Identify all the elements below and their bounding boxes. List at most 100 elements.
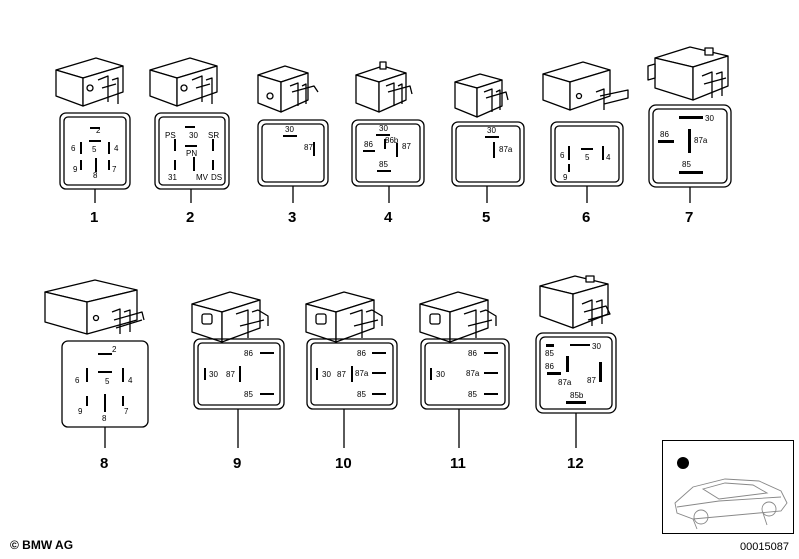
relay-1-pin-label: 8 bbox=[93, 171, 98, 180]
relay-11-pin-label: 30 bbox=[436, 370, 445, 379]
relay-8-number: 8 bbox=[100, 455, 108, 472]
relay-9[interactable]: 86 30 87 85 9 bbox=[191, 291, 285, 472]
relay-6-pin-label: 4 bbox=[606, 153, 611, 162]
relay-1-pin-label: 9 bbox=[73, 165, 78, 174]
relay-8-pin-label: 6 bbox=[75, 376, 80, 385]
relay-8-pin-label: 5 bbox=[105, 377, 110, 386]
car-outline-icon bbox=[674, 457, 788, 530]
relay-2-number: 2 bbox=[186, 209, 194, 226]
relay-10-pin-diagram bbox=[306, 338, 398, 410]
relay-9-housing-illustration bbox=[191, 291, 269, 343]
relay-2-pin-label: 30 bbox=[189, 131, 198, 140]
relay-7-housing-illustration bbox=[647, 46, 729, 101]
copyright-notice: © BMW AG bbox=[10, 538, 74, 552]
relay-6-number: 6 bbox=[582, 209, 590, 226]
relay-12-pin-label: 87 bbox=[587, 376, 596, 385]
relay-12-housing-illustration bbox=[539, 275, 611, 329]
relay-8-housing-illustration bbox=[44, 279, 145, 335]
relay-8-pin-label: 7 bbox=[124, 407, 129, 416]
relay-7-pin-label: 85 bbox=[682, 160, 691, 169]
relay-8[interactable]: 2 6 5 4 9 8 7 8 bbox=[44, 279, 149, 472]
relay-5-housing-illustration bbox=[454, 73, 509, 118]
relay-12[interactable]: 30 85 86 87a 87 85b 12 bbox=[535, 275, 617, 472]
relay-12-pin-label: 87a bbox=[558, 378, 572, 387]
relay-2-pin-label: MV bbox=[196, 173, 209, 182]
relay-11-number: 11 bbox=[450, 455, 466, 472]
relay-10-pin-label: 85 bbox=[357, 390, 366, 399]
relay-9-pin-label: 87 bbox=[226, 370, 235, 379]
vehicle-thumbnail[interactable] bbox=[662, 440, 794, 534]
relay-4-pin-diagram bbox=[351, 119, 425, 187]
relay-10-pin-label: 87 bbox=[337, 370, 346, 379]
relay-4-number: 4 bbox=[384, 209, 393, 226]
relay-1[interactable]: 2 6 5 4 9 8 7 1 bbox=[55, 57, 131, 226]
relay-2-pin-label: 31 bbox=[168, 173, 177, 182]
relay-10-pin-label: 86 bbox=[357, 349, 366, 358]
relay-8-pin-label: 9 bbox=[78, 407, 83, 416]
relay-9-pin-diagram bbox=[193, 338, 285, 410]
relay-6-pin-label: 6 bbox=[560, 151, 565, 160]
relay-10-pin-label: 30 bbox=[322, 370, 331, 379]
relay-7-pin-label: 87a bbox=[694, 136, 708, 145]
relay-6-pin-label: 5 bbox=[585, 153, 590, 162]
relay-1-pin-label: 6 bbox=[71, 144, 76, 153]
relay-2[interactable]: PS 30 SR PN 31 MV DS 2 bbox=[149, 57, 230, 226]
relay-12-pin-label: 86 bbox=[545, 362, 554, 371]
relay-7-number: 7 bbox=[685, 209, 693, 226]
relay-3[interactable]: 30 87 3 bbox=[257, 65, 329, 226]
relay-1-pin-label: 5 bbox=[92, 145, 97, 154]
relay-7[interactable]: 30 86 87a 85 7 bbox=[647, 46, 732, 226]
relay-6-pin-label: 9 bbox=[563, 173, 568, 182]
relay-6-housing-illustration bbox=[542, 61, 629, 111]
relay-4-pin-label: 87 bbox=[402, 142, 411, 151]
relay-5-pin-diagram bbox=[451, 121, 525, 187]
relay-1-pin-label: 2 bbox=[96, 126, 101, 135]
relay-7-pin-label: 86 bbox=[660, 130, 669, 139]
relay-9-pin-label: 85 bbox=[244, 390, 253, 399]
relay-1-pin-label: 4 bbox=[114, 144, 119, 153]
relay-10-pin-label: 87a bbox=[355, 369, 369, 378]
relay-12-pin-label: 85 bbox=[545, 349, 554, 358]
relay-3-number: 3 bbox=[288, 209, 296, 226]
relay-10[interactable]: 86 30 87 87a 85 10 bbox=[305, 291, 398, 472]
relay-12-number: 12 bbox=[567, 455, 584, 472]
relay-3-housing-illustration bbox=[257, 65, 319, 113]
relay-4-pin-label: 86 bbox=[364, 140, 373, 149]
relay-4[interactable]: 30 86b 86 87 85 4 bbox=[351, 61, 425, 226]
relay-6[interactable]: 6 5 4 9 6 bbox=[542, 61, 629, 226]
relay-4-pin-label: 30 bbox=[379, 124, 388, 133]
relay-2-pin-label: PN bbox=[186, 149, 197, 158]
relay-9-pin-label: 86 bbox=[244, 349, 253, 358]
relay-3-pin-label: 87 bbox=[304, 143, 313, 152]
relay-9-pin-label: 30 bbox=[209, 370, 218, 379]
relay-8-pin-label: 8 bbox=[102, 414, 107, 423]
relay-11-pin-label: 86 bbox=[468, 349, 477, 358]
relay-2-pin-label: DS bbox=[211, 173, 222, 182]
relay-5-pin-label: 30 bbox=[487, 126, 496, 135]
relay-10-number: 10 bbox=[335, 455, 352, 472]
relay-11-pin-label: 85 bbox=[468, 390, 477, 399]
relay-4-pin-label: 85 bbox=[379, 160, 388, 169]
relay-2-pin-label: SR bbox=[208, 131, 219, 140]
relay-12-pin-label: 85b bbox=[570, 391, 584, 400]
relay-10-housing-illustration bbox=[305, 291, 383, 343]
relay-8-pin-label: 2 bbox=[112, 345, 117, 354]
relay-1-pin-label: 7 bbox=[112, 165, 117, 174]
relay-3-pin-label: 30 bbox=[285, 125, 294, 134]
relay-11-housing-illustration bbox=[419, 291, 497, 343]
relay-11-pin-label: 87a bbox=[466, 369, 480, 378]
relay-5[interactable]: 30 87a 5 bbox=[451, 73, 525, 226]
relay-4-pin-label: 86b bbox=[385, 136, 399, 145]
relay-5-number: 5 bbox=[482, 209, 490, 226]
location-dot-icon bbox=[677, 457, 689, 469]
relay-1-number: 1 bbox=[90, 209, 98, 226]
relay-5-pin-label: 87a bbox=[499, 145, 513, 154]
relay-2-housing-illustration bbox=[149, 57, 218, 107]
relay-12-pin-label: 30 bbox=[592, 342, 601, 351]
relay-8-pin-label: 4 bbox=[128, 376, 133, 385]
relay-9-number: 9 bbox=[233, 455, 241, 472]
relay-2-pin-label: PS bbox=[165, 131, 176, 140]
drawing-id: 00015087 bbox=[740, 541, 789, 553]
relay-11[interactable]: 86 30 87a 85 11 bbox=[419, 291, 510, 472]
relay-11-pin-diagram bbox=[420, 338, 510, 410]
